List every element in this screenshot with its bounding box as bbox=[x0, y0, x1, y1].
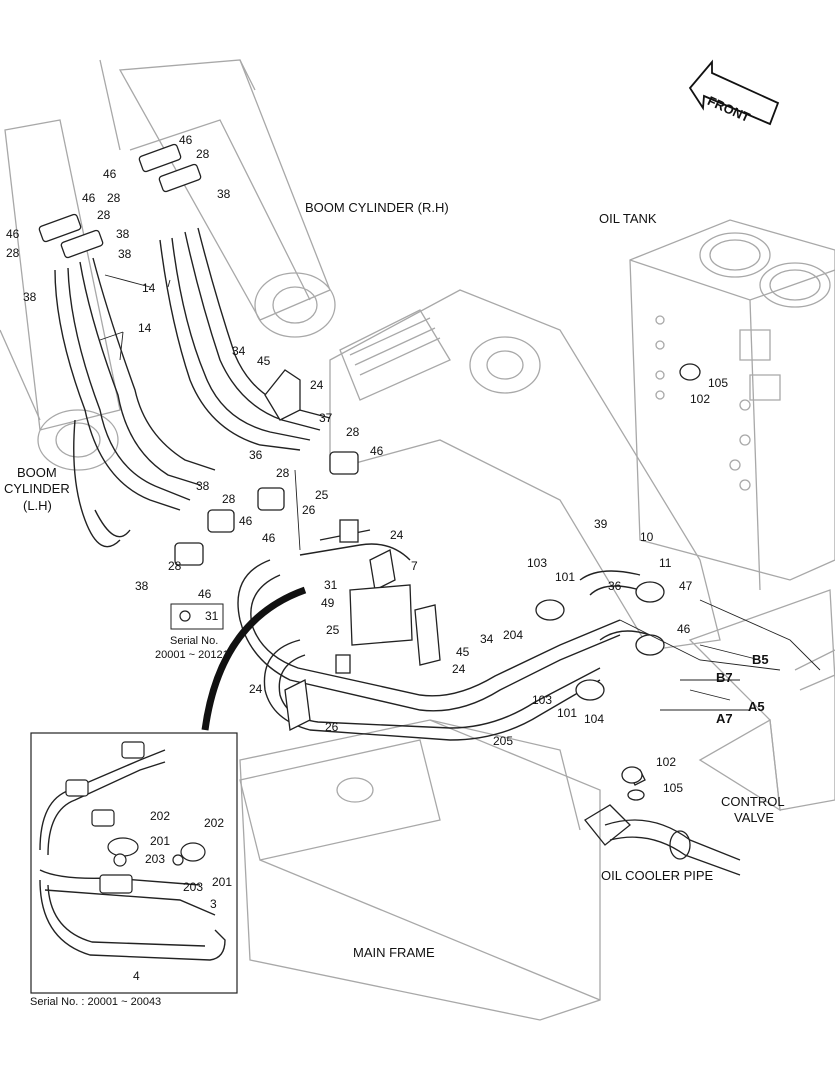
control-valve-label-line1: CONTROL bbox=[721, 794, 785, 809]
part-number: 46 bbox=[370, 444, 384, 458]
oil-cooler-pipe-label: OIL COOLER PIPE bbox=[601, 868, 714, 883]
part-number: 36 bbox=[249, 448, 263, 462]
part-number: 101 bbox=[557, 706, 578, 720]
part-number: 38 bbox=[196, 479, 210, 493]
flanges bbox=[38, 143, 701, 784]
part-number: 26 bbox=[325, 720, 339, 734]
part-number: 34 bbox=[480, 632, 494, 646]
part-number: 102 bbox=[656, 755, 677, 769]
boom-cylinder-lh-label-line3: (L.H) bbox=[23, 498, 52, 513]
boom-cylinder-rh-label: BOOM CYLINDER (R.H) bbox=[305, 200, 449, 215]
part-number: 202 bbox=[204, 816, 225, 830]
part-number: 46 bbox=[262, 531, 276, 545]
part-number: 103 bbox=[527, 556, 548, 570]
part-number: 45 bbox=[257, 354, 271, 368]
part-number: 105 bbox=[708, 376, 729, 390]
part-number: 203 bbox=[145, 852, 166, 866]
part-number: 34 bbox=[232, 344, 246, 358]
part-number: 104 bbox=[584, 712, 605, 726]
part-number: 46 bbox=[103, 167, 117, 181]
part-number: 201 bbox=[150, 834, 171, 848]
part-number: 10 bbox=[640, 530, 654, 544]
part-number: 14 bbox=[142, 281, 156, 295]
part-number: 45 bbox=[456, 645, 470, 659]
pipe-clamps bbox=[264, 369, 441, 731]
part-number: 46 bbox=[179, 133, 193, 147]
part-number: 102 bbox=[690, 392, 711, 406]
part-number: 36 bbox=[608, 579, 622, 593]
control-valve-label-line2: VALVE bbox=[734, 810, 774, 825]
part-number: 11 bbox=[659, 556, 672, 570]
part-number: 38 bbox=[116, 227, 130, 241]
part-number: 31 bbox=[205, 609, 219, 623]
part-number: 24 bbox=[310, 378, 324, 392]
part-number: 204 bbox=[503, 628, 524, 642]
part-number: 25 bbox=[315, 488, 329, 502]
part-number: 4 bbox=[133, 969, 140, 983]
boom-cylinder-lh-outline bbox=[0, 119, 121, 471]
part-number: 14 bbox=[138, 321, 152, 335]
part-number: 28 bbox=[107, 191, 121, 205]
part-number: 201 bbox=[212, 875, 233, 889]
inset-callout-arrow bbox=[201, 586, 307, 731]
part-number: 28 bbox=[6, 246, 20, 260]
boom-cylinder-rh-outline bbox=[99, 59, 336, 338]
part-number: 37 bbox=[319, 411, 333, 425]
part-number: 46 bbox=[239, 514, 253, 528]
inset-panel bbox=[30, 732, 238, 994]
part-number: 38 bbox=[118, 247, 132, 261]
part-number: 101 bbox=[555, 570, 576, 584]
main-frame-outline bbox=[239, 719, 601, 1021]
part-number: 46 bbox=[82, 191, 96, 205]
part-number: 28 bbox=[346, 425, 360, 439]
serial-note-range: 20001 ~ 20121 bbox=[155, 649, 229, 661]
part-number: 28 bbox=[276, 466, 290, 480]
bolt-31-symbol bbox=[179, 610, 191, 622]
part-number: 46 bbox=[677, 622, 691, 636]
part-number: 105 bbox=[663, 781, 684, 795]
part-number: 24 bbox=[452, 662, 466, 676]
part-number: 28 bbox=[222, 492, 236, 506]
part-number: 205 bbox=[493, 734, 514, 748]
part-number: 28 bbox=[168, 559, 182, 573]
part-number: 46 bbox=[198, 587, 212, 601]
serial-note-label: Serial No. bbox=[170, 635, 219, 647]
part-number: 31 bbox=[324, 578, 338, 592]
boom-cylinder-lh-label-line2: CYLINDER bbox=[4, 481, 70, 496]
control-valve-outline bbox=[688, 589, 835, 812]
part-number: 24 bbox=[390, 528, 404, 542]
part-number: 49 bbox=[321, 596, 335, 610]
port-a5-label: A5 bbox=[748, 699, 765, 714]
part-number: 3 bbox=[210, 897, 217, 911]
part-number: 25 bbox=[326, 623, 340, 637]
part-number: 47 bbox=[679, 579, 693, 593]
oil-tank-outline bbox=[629, 219, 835, 591]
part-number: 38 bbox=[217, 187, 231, 201]
port-b5-label: B5 bbox=[752, 652, 769, 667]
part-number: 24 bbox=[249, 682, 263, 696]
part-number: 46 bbox=[6, 227, 20, 241]
part-number: 7 bbox=[411, 559, 418, 573]
part-number: 28 bbox=[196, 147, 210, 161]
boom-hoses bbox=[54, 227, 331, 548]
part-number: 38 bbox=[135, 579, 149, 593]
port-b7-label: B7 bbox=[716, 670, 733, 685]
boom-cylinder-lh-label-line1: BOOM bbox=[17, 465, 57, 480]
leader-lines bbox=[99, 274, 821, 711]
part-number: 39 bbox=[594, 517, 608, 531]
inset-serial-note: Serial No. : 20001 ~ 20043 bbox=[30, 996, 162, 1008]
part-number: 202 bbox=[150, 809, 171, 823]
front-arrow bbox=[688, 59, 780, 126]
part-number: 26 bbox=[302, 503, 316, 517]
part-number: 103 bbox=[532, 693, 553, 707]
port-a7-label: A7 bbox=[716, 711, 733, 726]
part-number: 203 bbox=[183, 880, 204, 894]
boom-bracket-outline bbox=[329, 289, 721, 651]
part-number: 38 bbox=[23, 290, 37, 304]
part-number: 28 bbox=[97, 208, 111, 222]
oil-tank-label: OIL TANK bbox=[599, 211, 657, 226]
main-frame-label: MAIN FRAME bbox=[353, 945, 435, 960]
